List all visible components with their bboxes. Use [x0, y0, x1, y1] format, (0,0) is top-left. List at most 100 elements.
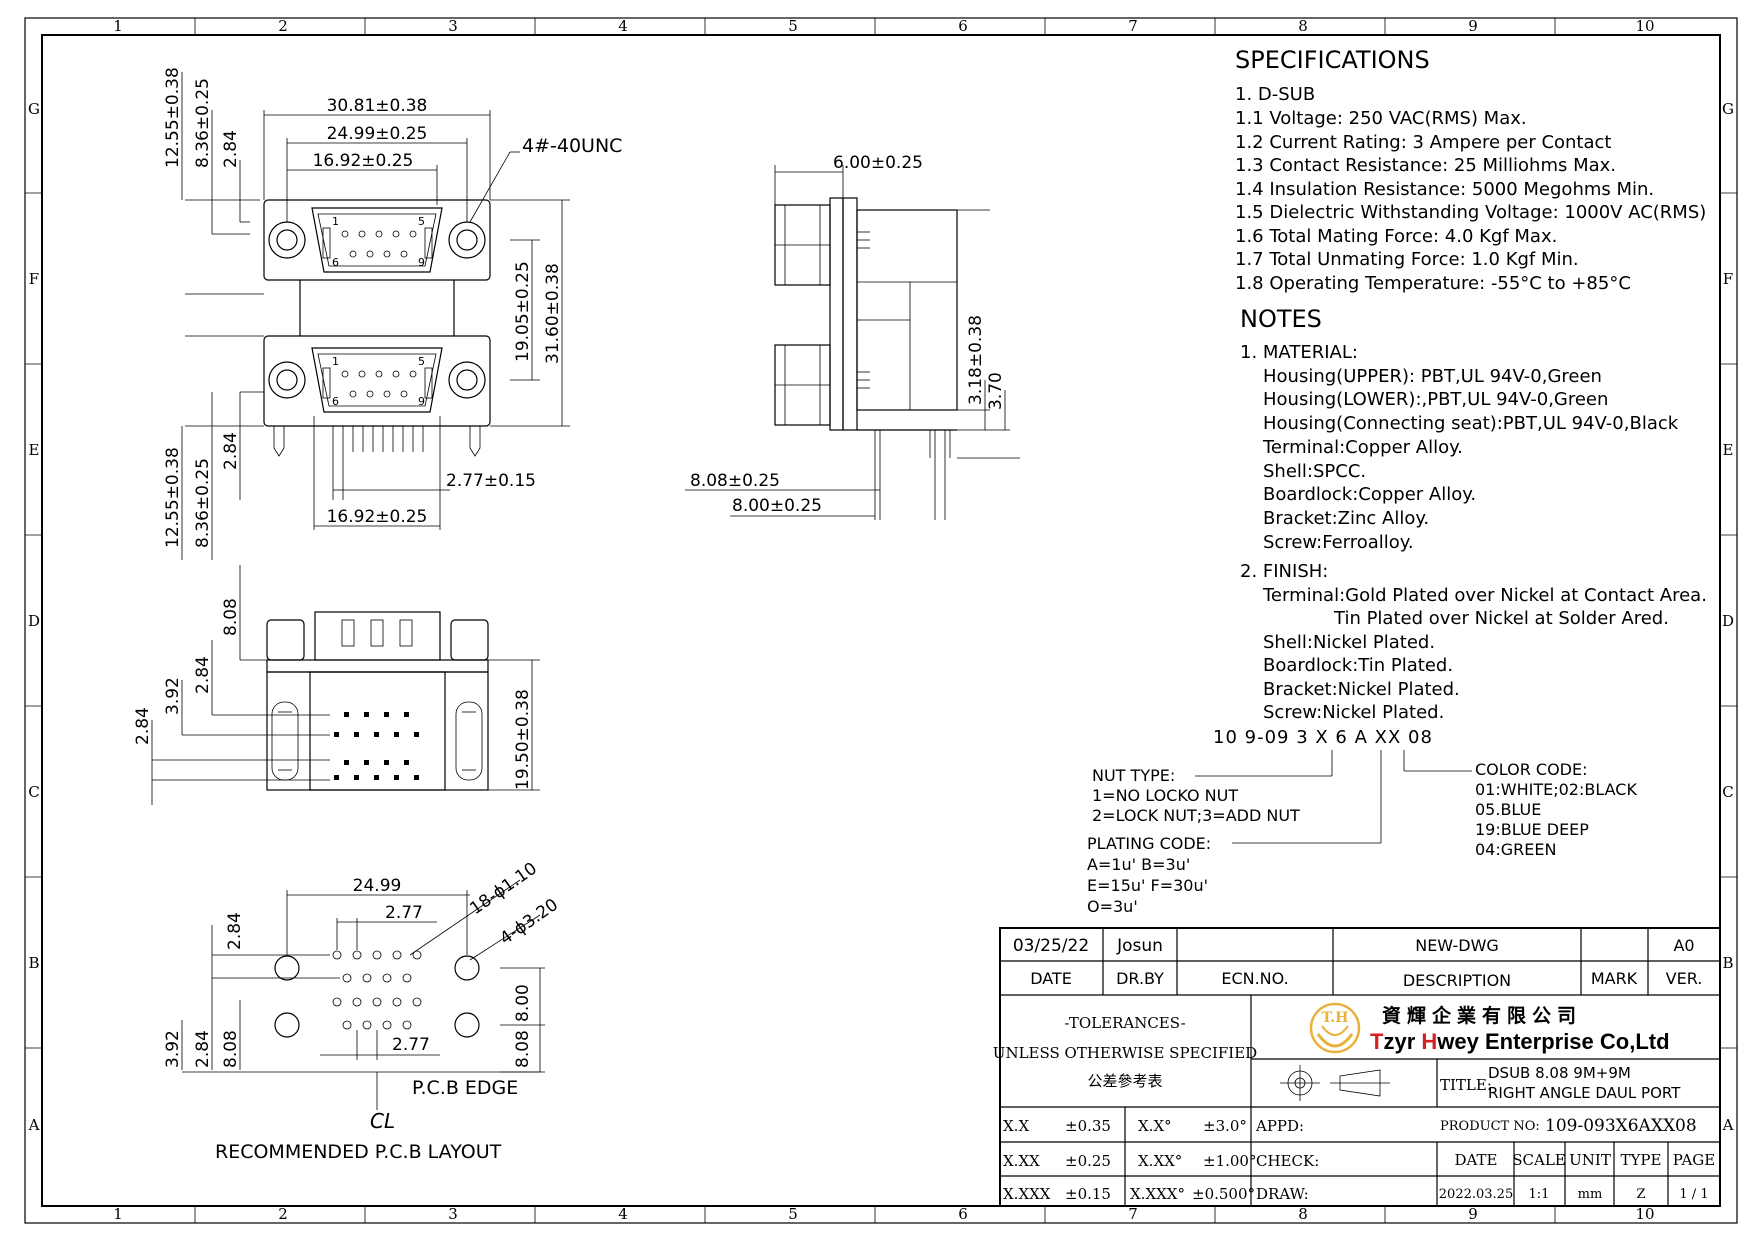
- pin-label: 6: [332, 395, 339, 408]
- grid-row: A: [28, 1116, 40, 1134]
- draw-label: DRAW:: [1256, 1185, 1309, 1203]
- product-label: PRODUCT NO:: [1440, 1119, 1540, 1134]
- inner-frame: [41, 34, 1721, 1207]
- dim-label: 24.99±0.25: [327, 124, 428, 144]
- upper-d-shape: [311, 207, 443, 273]
- material-title: 1. MATERIAL:: [1240, 342, 1358, 363]
- finish-line: Tin Plated over Nickel at Solder Ared.: [1333, 608, 1669, 629]
- company-name-en: Tzyr Hwey Enterprise Co,Ltd: [1370, 1029, 1670, 1054]
- side-view: 6.00±0.25 3.18±0.38 3.70 8.08±0.25 8.00±…: [685, 153, 1020, 520]
- company-name-cn: 資輝企業有限公司: [1382, 1004, 1582, 1027]
- spec-line: 1.8 Operating Temperature: -55°C to +85°…: [1235, 273, 1631, 294]
- val-scale: 1:1: [1529, 1187, 1550, 1202]
- dim-label: 8.36±0.25: [193, 78, 213, 168]
- material-line: Housing(Connecting seat):PBT,UL 94V-0,Bl…: [1263, 413, 1679, 434]
- dim-label: 2.84: [221, 432, 241, 470]
- grid-row: A: [1722, 1116, 1734, 1134]
- grid-col: 1: [113, 17, 123, 35]
- housing-body: [856, 209, 958, 411]
- notes-heading: NOTES: [1240, 305, 1322, 333]
- dim-label: 2.77±0.15: [446, 471, 536, 491]
- mount-hole: [454, 1012, 480, 1038]
- dim-label: 12.55±0.38: [163, 447, 183, 548]
- dim-label: 2.77: [392, 1035, 430, 1055]
- check-label: CHECK:: [1256, 1152, 1319, 1170]
- company-logo-icon: T.H: [1309, 1002, 1361, 1054]
- hdr-drby: DR.BY: [1116, 969, 1164, 988]
- material-line: Shell:SPCC.: [1263, 461, 1366, 482]
- finish-line: Screw:Nickel Plated.: [1263, 702, 1444, 723]
- dim-label: 31.60±0.38: [543, 263, 563, 364]
- pcb-edge-label: P.C.B EDGE: [412, 1077, 518, 1099]
- centerline-mark: CL: [370, 1109, 395, 1133]
- product-number: 109-093X6AXX08: [1545, 1116, 1697, 1136]
- dim-label: 3.92: [163, 1030, 183, 1068]
- lower-shell: [263, 335, 491, 427]
- grid-row: F: [29, 270, 39, 288]
- grid-col: 2: [278, 1205, 288, 1223]
- grid-row: G: [28, 100, 40, 118]
- grid-col: 2: [278, 17, 288, 35]
- dim-label: 2.84: [225, 912, 245, 950]
- right-nut: [450, 619, 489, 661]
- hdr-scale: SCALE: [1512, 1151, 1566, 1169]
- tol-cell: X.XXX: [1003, 1185, 1051, 1203]
- tolerance-note: UNLESS OTHERWISE SPECIFIED: [993, 1044, 1257, 1062]
- front-plate: [829, 197, 844, 431]
- plating-line: PLATING CODE:: [1087, 834, 1211, 853]
- dim-label: 24.99: [353, 876, 402, 896]
- val-page: 1 / 1: [1679, 1187, 1708, 1202]
- rev-desc: NEW-DWG: [1415, 936, 1499, 955]
- tol-cell: ±1.00°: [1203, 1152, 1256, 1170]
- nut-type-line: NUT TYPE:: [1092, 766, 1175, 785]
- grid-row: E: [1723, 441, 1734, 459]
- grid-row: E: [29, 441, 40, 459]
- pcb-layout-title: RECOMMENDED P.C.B LAYOUT: [215, 1141, 502, 1163]
- dim-label: 8.36±0.25: [193, 458, 213, 548]
- color-line: COLOR CODE:: [1475, 760, 1588, 779]
- pin-label: 5: [418, 215, 425, 228]
- notes: NOTES 1. MATERIAL: Housing(UPPER): PBT,U…: [1240, 305, 1707, 723]
- hdr-page: PAGE: [1673, 1151, 1715, 1169]
- grid-col: 9: [1468, 17, 1478, 35]
- grid-col: 5: [788, 17, 798, 35]
- dim-label: 8.00±0.25: [732, 496, 822, 516]
- spec-line: 1.1 Voltage: 250 VAC(RMS) Max.: [1235, 108, 1527, 129]
- dim-label: 16.92±0.25: [327, 507, 428, 527]
- mount-hole: [454, 955, 480, 981]
- dim-label: 2.77: [385, 903, 423, 923]
- mount-hole: [274, 1012, 300, 1038]
- right-boardlock: [455, 701, 483, 781]
- pin-holes: [332, 950, 422, 1030]
- grid-col: 4: [618, 1205, 628, 1223]
- tol-cell: ±0.500°: [1192, 1185, 1255, 1203]
- plating-line: A=1u' B=3u': [1087, 855, 1190, 874]
- material-line: Screw:Ferroalloy.: [1263, 532, 1414, 553]
- dim-label: 19.50±0.38: [513, 689, 533, 790]
- grid-col: 9: [1468, 1205, 1478, 1223]
- hdr-ecn: ECN.NO.: [1221, 969, 1288, 988]
- upper-right-screw: [448, 221, 486, 259]
- grid-col: 3: [448, 17, 458, 35]
- grid-row: C: [1722, 783, 1733, 801]
- spec-line: 1.3 Contact Resistance: 25 Milliohms Max…: [1235, 155, 1616, 176]
- tolerance-title: -TOLERANCES-: [1064, 1014, 1185, 1032]
- rev-by: Josun: [1116, 936, 1163, 956]
- grid-col: 1: [113, 1205, 123, 1223]
- grid-col: 7: [1128, 17, 1138, 35]
- tol-cell: ±0.35: [1065, 1117, 1111, 1135]
- val-type: Z: [1636, 1187, 1645, 1202]
- lower-left-screw: [268, 361, 306, 399]
- pin-label: 5: [418, 355, 425, 368]
- side-pins: [874, 430, 951, 458]
- logo-text: T.H: [1322, 1010, 1349, 1026]
- lower-d-shape: [311, 347, 443, 413]
- val-date: 2022.03.25: [1439, 1187, 1513, 1202]
- material-line: Boardlock:Copper Alloy.: [1263, 484, 1476, 505]
- dim-label: 4-ϕ3.20: [496, 895, 562, 949]
- dim-label: 4#-40UNC: [522, 135, 622, 157]
- appd-label: APPD:: [1255, 1117, 1304, 1135]
- dim-label: 19.05±0.25: [513, 261, 533, 362]
- color-line: 05.BLUE: [1475, 800, 1541, 819]
- specifications: SPECIFICATIONS 1. D-SUB 1.1 Voltage: 250…: [1235, 46, 1706, 294]
